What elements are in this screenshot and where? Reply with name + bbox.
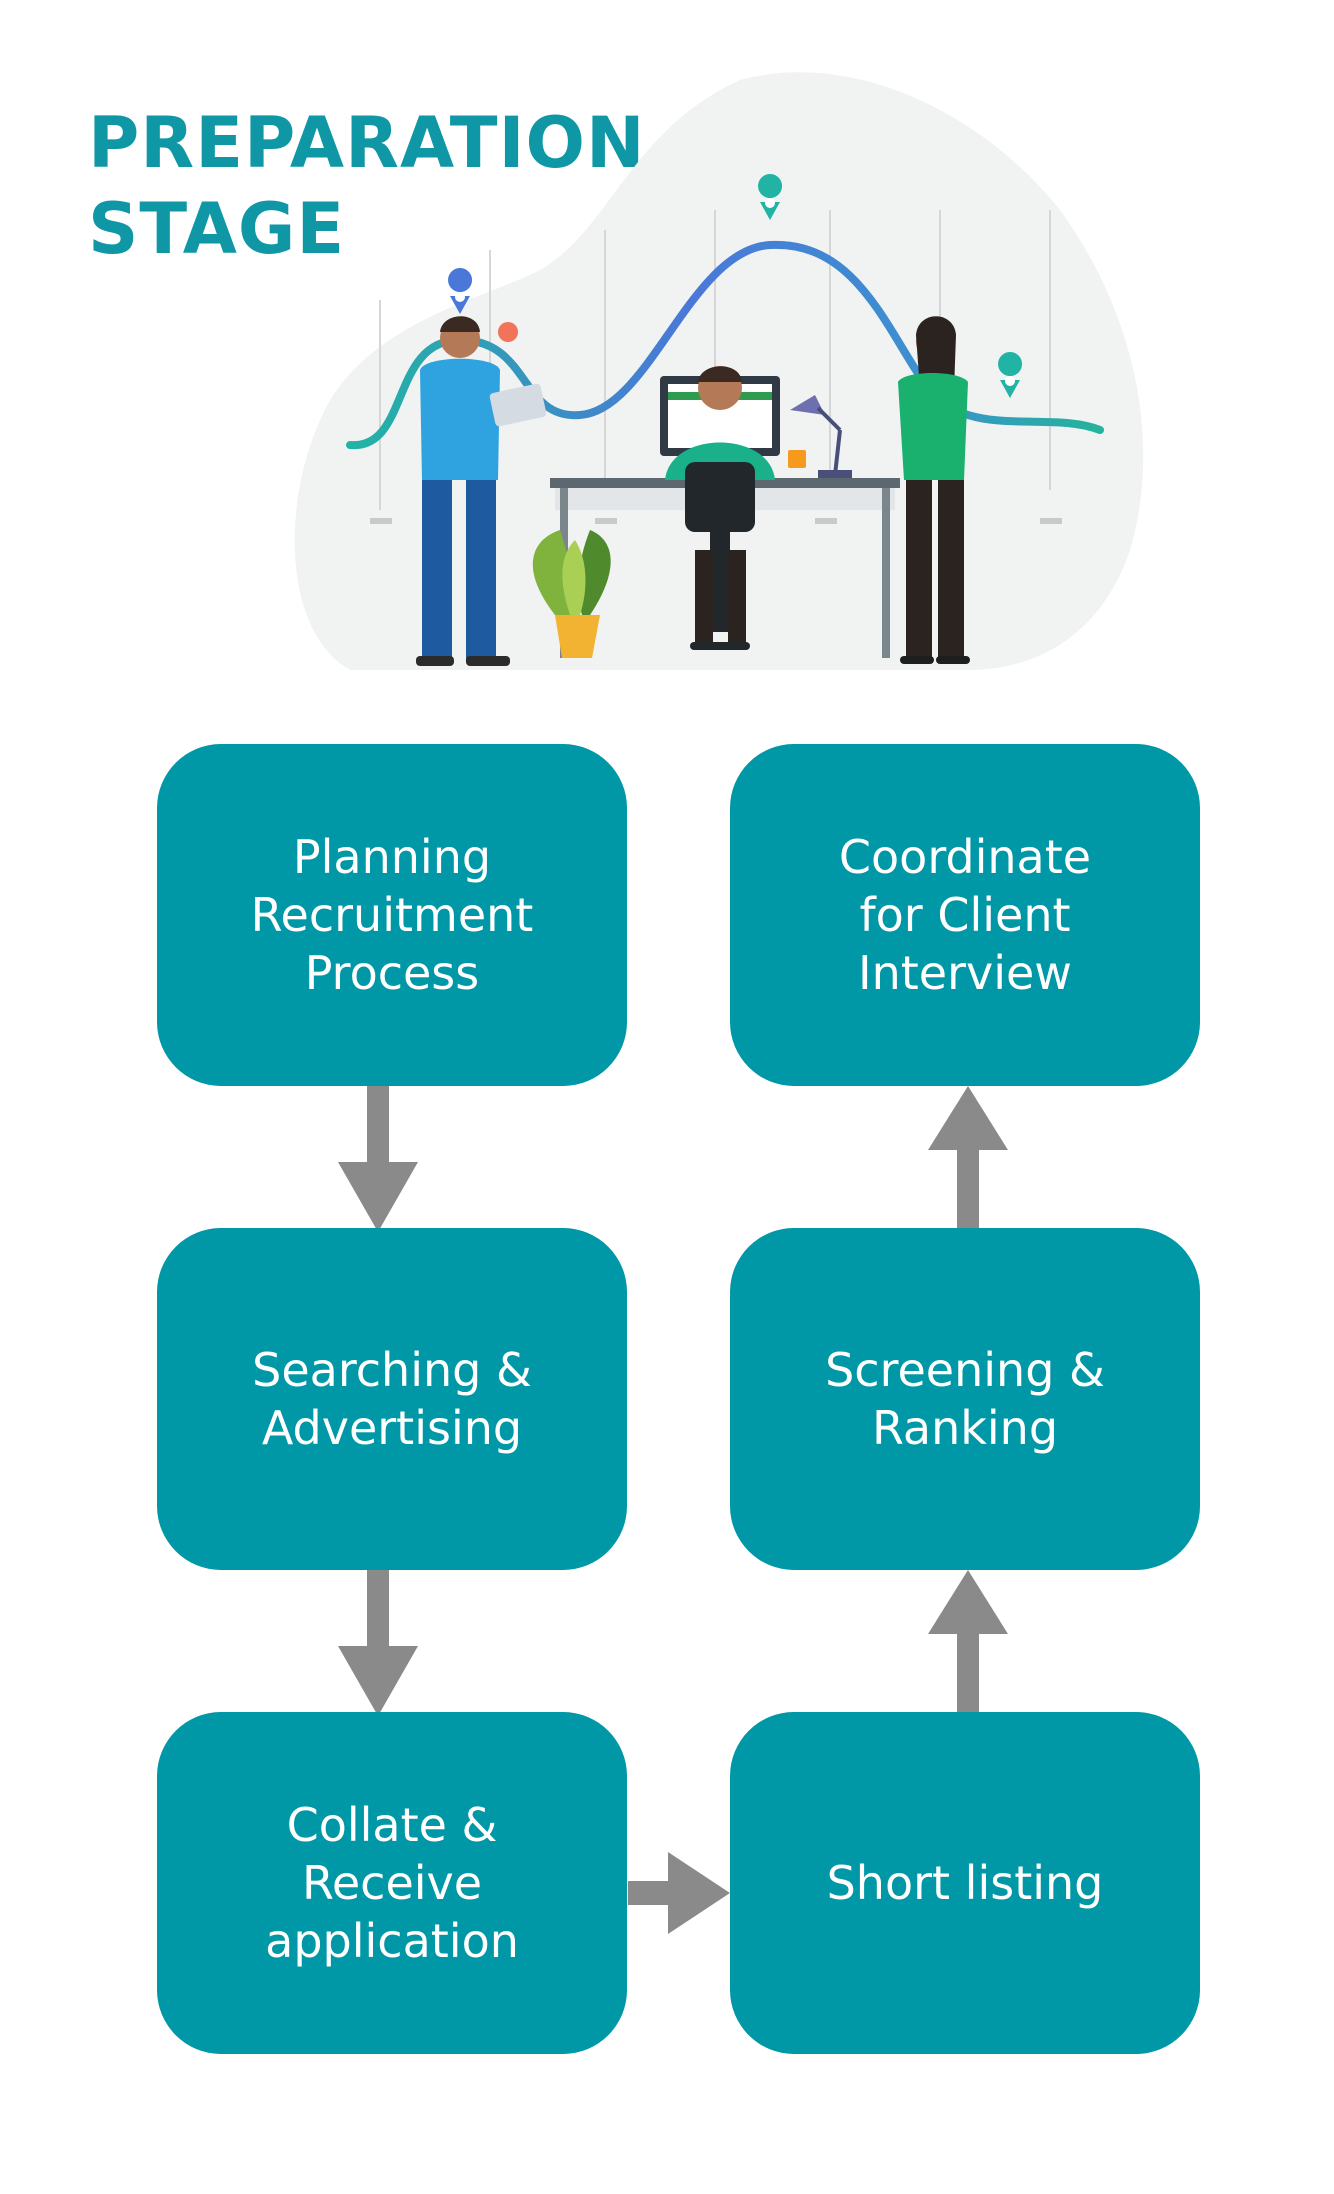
step-screening-ranking: Screening & Ranking [730,1228,1200,1570]
man-with-tablet [416,316,547,666]
desk-lamp [788,395,852,478]
potted-plant [532,530,611,658]
location-pin-icon-right [998,352,1023,398]
location-pin-icon [758,174,783,220]
woman-standing [898,316,970,664]
step-label: Short listing [827,1854,1104,1912]
step-label: Coordinate for Client Interview [839,828,1091,1002]
step-label-line: Coordinate [838,830,1092,884]
arrow-down-2 [338,1570,418,1716]
step-label-line: Recruitment [250,888,534,942]
step-label-line: Screening & [825,1343,1105,1397]
step-label-line: Searching & [252,1343,532,1397]
step-label: Screening & Ranking [825,1341,1105,1457]
step-label-line: Process [304,946,480,1000]
location-pin-icon-left [448,268,473,314]
page-title-line-1: PREPARATION [88,102,646,184]
step-short-listing: Short listing [730,1712,1200,2054]
arrow-right [628,1852,730,1934]
step-planning-recruitment-process: Planning Recruitment Process [157,744,627,1086]
step-label-line: Receive [301,1856,483,1910]
arrow-up-2 [928,1086,1008,1232]
step-searching-advertising: Searching & Advertising [157,1228,627,1570]
step-coordinate-client-interview: Coordinate for Client Interview [730,744,1200,1086]
step-label-line: Collate & [286,1798,498,1852]
step-label-line: for Client [859,888,1071,942]
person-at-desk-computer [665,366,775,650]
page-title: PREPARATION STAGE [88,100,646,272]
step-label-line: Interview [858,946,1072,1000]
step-collate-receive-application: Collate & Receive application [157,1712,627,2054]
page-title-line-2: STAGE [88,188,346,270]
arrow-down-1 [338,1086,418,1232]
step-label: Planning Recruitment Process [251,828,534,1002]
step-label-line: application [265,1914,519,1968]
step-label-line: Planning [292,830,492,884]
step-label-line: Advertising [261,1401,523,1455]
arrow-up-1 [928,1570,1008,1716]
step-label: Collate & Receive application [265,1796,519,1970]
axis-ticks [370,518,1062,524]
growth-chart-illustration [294,72,1144,670]
step-label-line: Ranking [871,1401,1059,1455]
step-label-line: Short listing [826,1856,1104,1910]
step-label: Searching & Advertising [252,1341,532,1457]
